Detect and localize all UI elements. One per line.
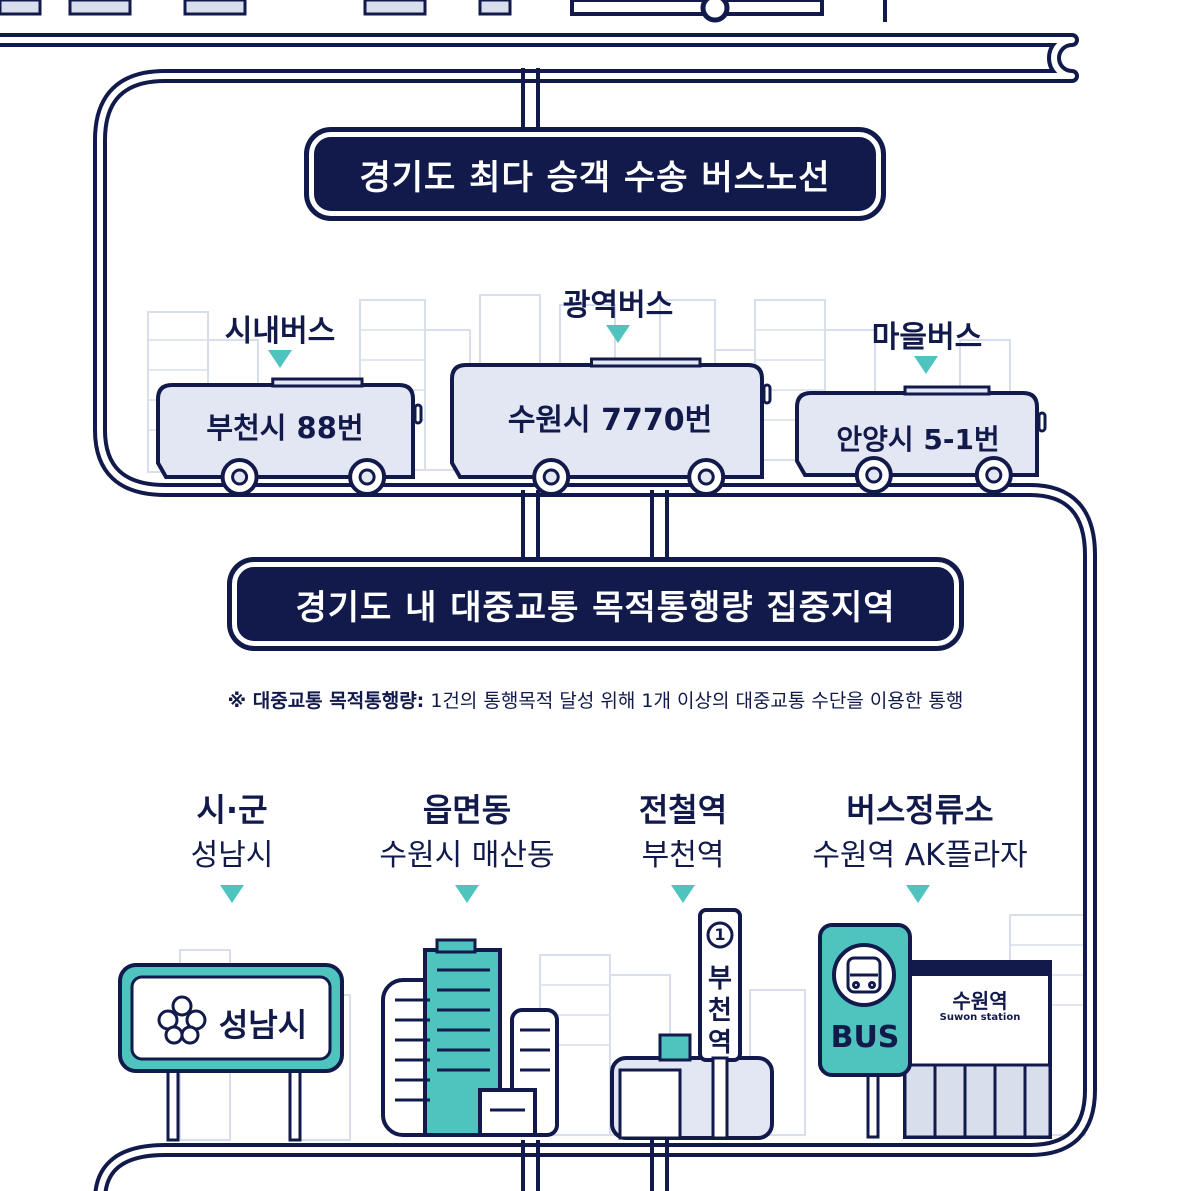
bus-routes-title: 경기도 최다 승객 수송 버스노선 bbox=[309, 132, 881, 216]
definition-note: ※ 대중교통 목적통행량: 1건의 통행목적 달성 위해 1개 이상의 대중교통… bbox=[0, 686, 1191, 713]
arrow-down-icon bbox=[455, 885, 479, 903]
bus-icon bbox=[795, 385, 1047, 494]
maesan-buildings bbox=[381, 938, 559, 1137]
bus-route-label: 수원시 7770번 bbox=[507, 403, 713, 438]
area-value: 부천역 bbox=[641, 838, 725, 873]
bus-icon bbox=[450, 357, 772, 496]
top-building-strip bbox=[0, 0, 887, 23]
note-text: 1건의 통행목적 달성 위해 1개 이상의 대중교통 수단을 이용한 통행 bbox=[430, 690, 964, 712]
arrow-down-icon bbox=[268, 350, 292, 368]
suwon-station-name: 수원역 bbox=[952, 989, 1008, 1013]
station-sign-char: 역 bbox=[708, 1028, 732, 1058]
area-category: 버스정류소 bbox=[846, 791, 994, 829]
bus-type-label: 시내버스 bbox=[224, 314, 336, 349]
arrow-down-icon bbox=[914, 356, 938, 374]
area-category: 읍면동 bbox=[422, 791, 512, 829]
bus-type-label: 마을버스 bbox=[871, 320, 983, 355]
bucheon-station bbox=[610, 908, 774, 1140]
arrow-down-icon bbox=[220, 885, 244, 903]
suwon-station-name-en: Suwon station bbox=[939, 1012, 1021, 1023]
road-path bbox=[0, 33, 1097, 1191]
bus-stop-sign-text: BUS bbox=[830, 1020, 900, 1055]
station-sign-char: 천 bbox=[708, 996, 732, 1026]
transit-areas-title: 경기도 내 대중교통 목적통행량 집중지역 bbox=[232, 562, 959, 646]
station-sign-char: 부 bbox=[708, 964, 732, 994]
note-label: ※ 대중교통 목적통행량: bbox=[227, 690, 425, 712]
arrow-down-icon bbox=[606, 325, 630, 343]
subway-line-badge: 1 bbox=[714, 925, 726, 944]
area-category: 시·군 bbox=[196, 791, 268, 829]
bus-icon bbox=[156, 377, 423, 496]
area-value: 수원시 매산동 bbox=[379, 838, 555, 873]
bus-route-label: 안양시 5-1번 bbox=[836, 423, 1000, 456]
connector-rails bbox=[521, 68, 669, 1191]
arrow-down-icon bbox=[671, 885, 695, 903]
seongnam-sign-text: 성남시 bbox=[218, 1006, 308, 1044]
area-value: 수원역 AK플라자 bbox=[812, 838, 1028, 873]
bus-route-label: 부천시 88번 bbox=[206, 411, 364, 445]
bus-front-icon bbox=[846, 956, 882, 994]
bus-type-label: 광역버스 bbox=[562, 288, 674, 323]
area-value: 성남시 bbox=[190, 838, 274, 873]
arrow-down-icon bbox=[906, 885, 930, 903]
area-category: 전철역 bbox=[638, 791, 728, 829]
seongnam-logo-icon bbox=[157, 995, 207, 1045]
